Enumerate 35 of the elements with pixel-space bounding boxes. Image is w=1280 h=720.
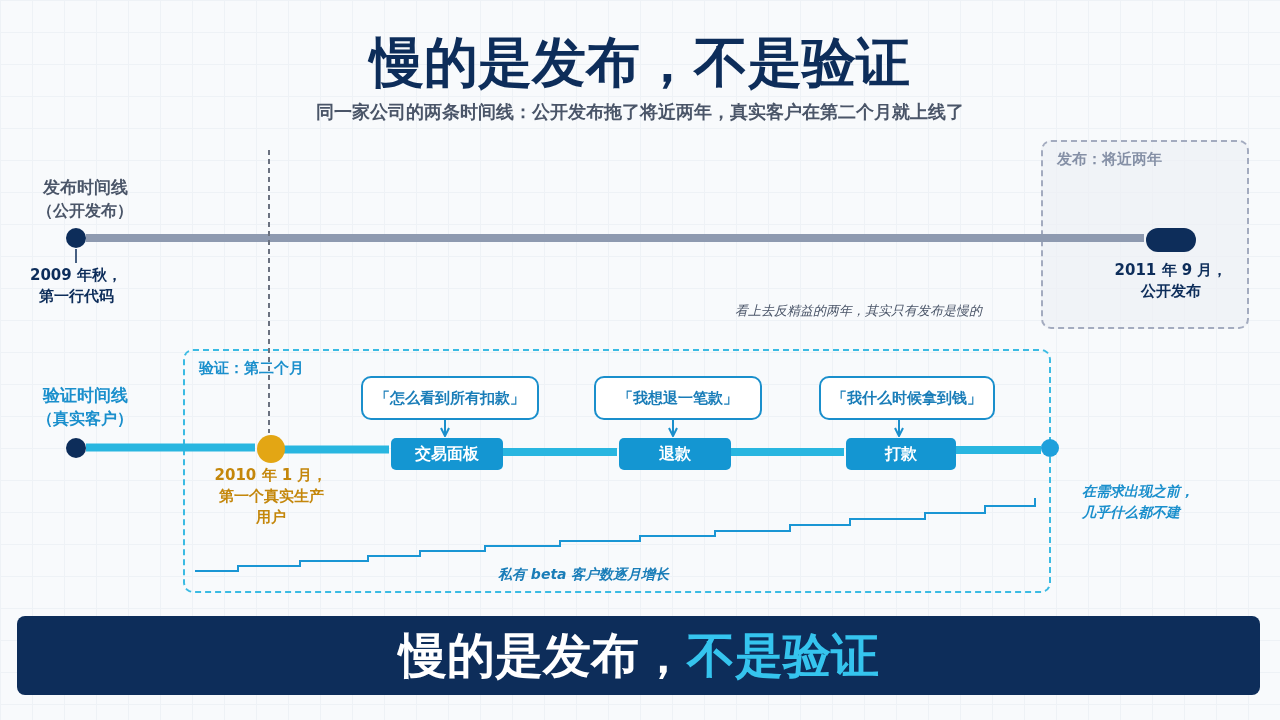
timeline-line bbox=[954, 446, 1041, 454]
timeline-line bbox=[86, 443, 255, 452]
release-period-box bbox=[1041, 140, 1249, 329]
title: 慢的是发布，不是验证 bbox=[367, 30, 911, 96]
period-heading: 发布：将近两年 bbox=[1057, 150, 1162, 169]
timeline-line bbox=[86, 234, 1144, 242]
feature-box: 打款 bbox=[846, 438, 956, 470]
guide-line bbox=[268, 149, 270, 434]
arrow bbox=[894, 417, 904, 437]
arrow bbox=[668, 417, 678, 437]
banner-text: 慢的是发布， bbox=[398, 625, 687, 685]
chart-caption: 私有 beta 客户数逐月增长 bbox=[498, 566, 671, 584]
timeline-sublabel: （公开发布） bbox=[36, 201, 134, 222]
milestone-date-label: 2010 年 1 月，第一个真实生产用户 bbox=[213, 465, 329, 528]
subtitle: 同一家公司的两条时间线：公开发布拖了将近两年，真实客户在第二个月就上线了 bbox=[315, 100, 965, 124]
quote-bubble: 「怎么看到所有扣款」 bbox=[361, 376, 539, 420]
period-heading: 验证：第二个月 bbox=[199, 359, 304, 378]
milestone-date-label: 2011 年 9 月，公开发布 bbox=[1113, 260, 1229, 302]
quote-bubble: 「我想退一笔款」 bbox=[594, 376, 762, 420]
timeline-line bbox=[729, 448, 844, 456]
banner-highlight-text: 不是验证 bbox=[686, 625, 879, 685]
quote-bubble: 「我什么时候拿到钱」 bbox=[819, 376, 995, 420]
timeline-label: 验证时间线 bbox=[41, 384, 129, 407]
validation-period-box bbox=[183, 349, 1051, 593]
feature-box: 退款 bbox=[619, 438, 731, 470]
timeline-line bbox=[501, 448, 617, 456]
note-text: 在需求出现之前，几乎什么都不建 bbox=[1082, 482, 1195, 522]
timeline-sublabel: （真实客户） bbox=[36, 409, 134, 430]
timeline-line bbox=[283, 445, 389, 454]
timeline-label: 发布时间线 bbox=[41, 176, 129, 199]
banner bbox=[17, 616, 1260, 695]
note-text: 看上去反精益的两年，其实只有发布是慢的 bbox=[735, 302, 984, 320]
feature-box: 交易面板 bbox=[391, 438, 503, 470]
arrow bbox=[440, 417, 450, 437]
milestone-date-label: 2009 年秋，第一行代码 bbox=[30, 265, 122, 307]
